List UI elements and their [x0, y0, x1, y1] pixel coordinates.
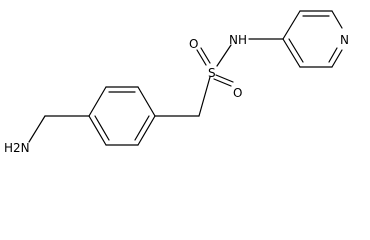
pyridine-bond-3	[331, 10, 343, 29]
s-o-top-bond-2	[200, 47, 211, 64]
bond-n-ch2	[28, 115, 46, 143]
chemical-structure-diagram: H2N S O O NH N	[4, 10, 349, 153]
benzene-double-bond-c	[94, 115, 110, 141]
s-o-top-bond-1	[196, 49, 207, 66]
label-amine-nh2: H2N	[4, 141, 30, 153]
benzene-bond-3	[137, 86, 156, 117]
pyridine-double-bond-b	[328, 47, 338, 63]
label-sulfur: S	[208, 66, 216, 80]
label-pyridine-n: N	[340, 33, 349, 47]
pyridine-bond-4	[331, 49, 343, 68]
s-o-bottom-bond-1	[213, 78, 232, 87]
pyridine-bond-1	[282, 10, 301, 40]
label-oxygen-bottom: O	[233, 86, 242, 100]
methylene-linker	[154, 76, 211, 117]
benzene-ring	[88, 86, 156, 146]
s-o-bottom-bond-2	[215, 74, 234, 83]
pyridine-double-bond-c	[288, 38, 304, 63]
benzene-bond-6	[88, 115, 107, 146]
sulfonyl-group	[196, 44, 234, 87]
benzene-bond-4	[137, 115, 156, 146]
benzene-double-bond-b	[134, 115, 150, 141]
benzene-bond-1	[88, 86, 107, 117]
aminomethyl-group	[28, 115, 90, 143]
label-nh: NH	[229, 33, 247, 47]
pyridine-ring	[282, 10, 343, 68]
pyridine-bond-6	[282, 38, 301, 68]
label-oxygen-top: O	[189, 37, 198, 51]
bond-ch2-s	[198, 76, 211, 117]
bond-s-n	[216, 44, 232, 67]
